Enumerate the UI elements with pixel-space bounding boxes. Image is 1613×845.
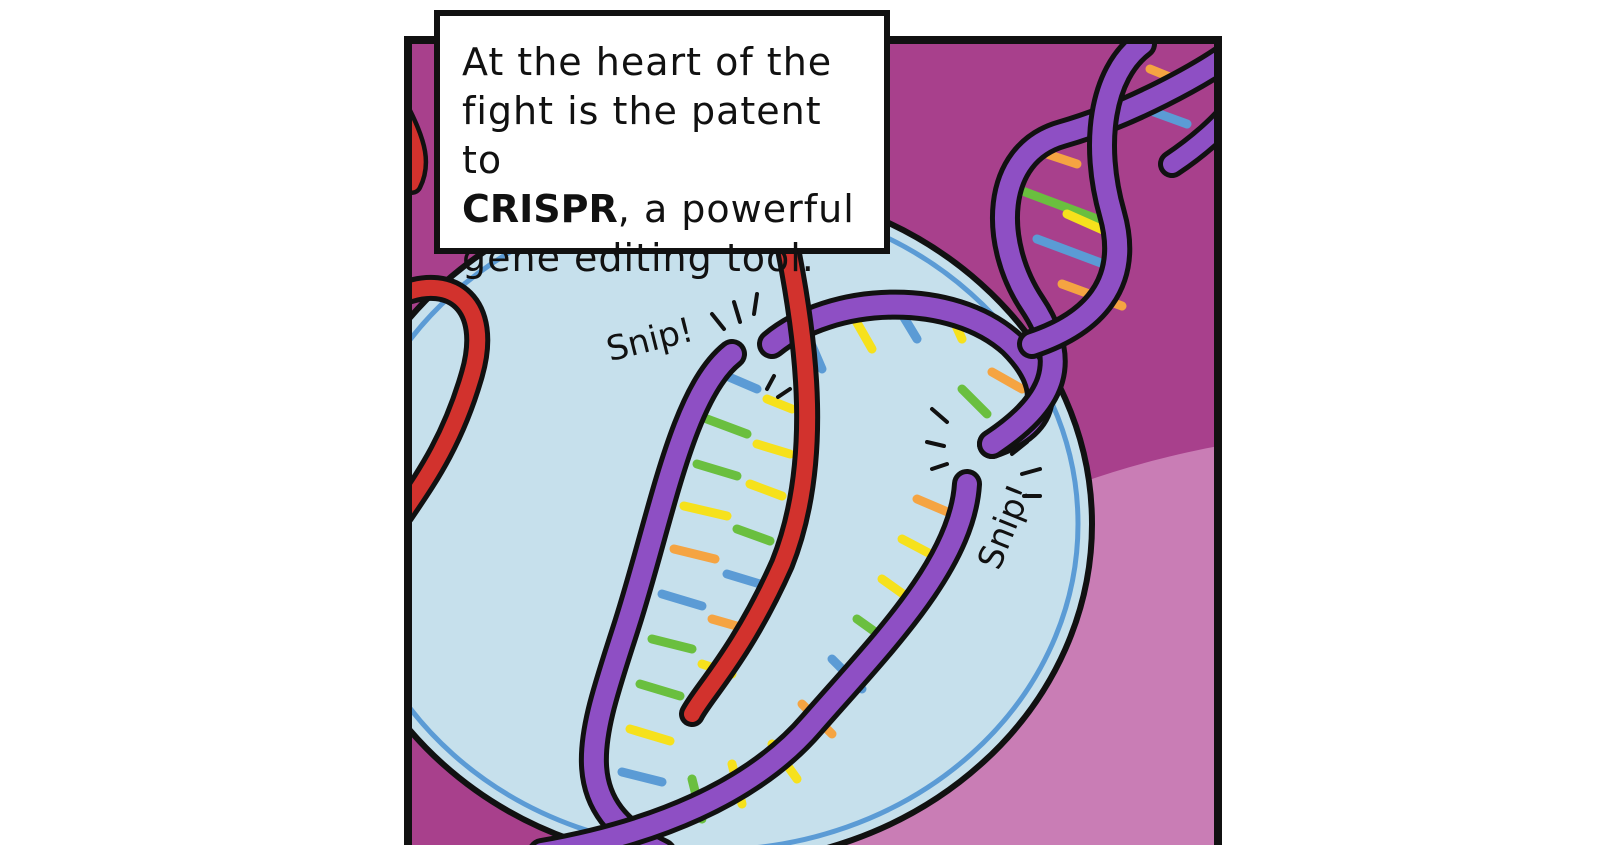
- helix-strand-b: [1022, 44, 1152, 354]
- helix-strand-a: [982, 52, 1214, 454]
- caption-line-3-rest: , a powerful: [617, 187, 855, 231]
- caption-line-4: gene editing tool.: [462, 236, 815, 280]
- rna-top-left: [412, 119, 424, 191]
- caption-line-1: At the heart of the: [462, 40, 833, 84]
- rna-left: [412, 279, 486, 514]
- helix-strand-c: [1163, 118, 1214, 173]
- caption-line-2: fight is the patent to: [462, 89, 822, 182]
- dna-right: [536, 474, 977, 845]
- caption-box: At the heart of the fight is the patent …: [434, 10, 890, 280]
- caption-crispr: CRISPR: [462, 187, 618, 231]
- rna-guide: [684, 236, 816, 722]
- snip-burst-marks: [710, 292, 1042, 498]
- dna-left: [583, 344, 742, 845]
